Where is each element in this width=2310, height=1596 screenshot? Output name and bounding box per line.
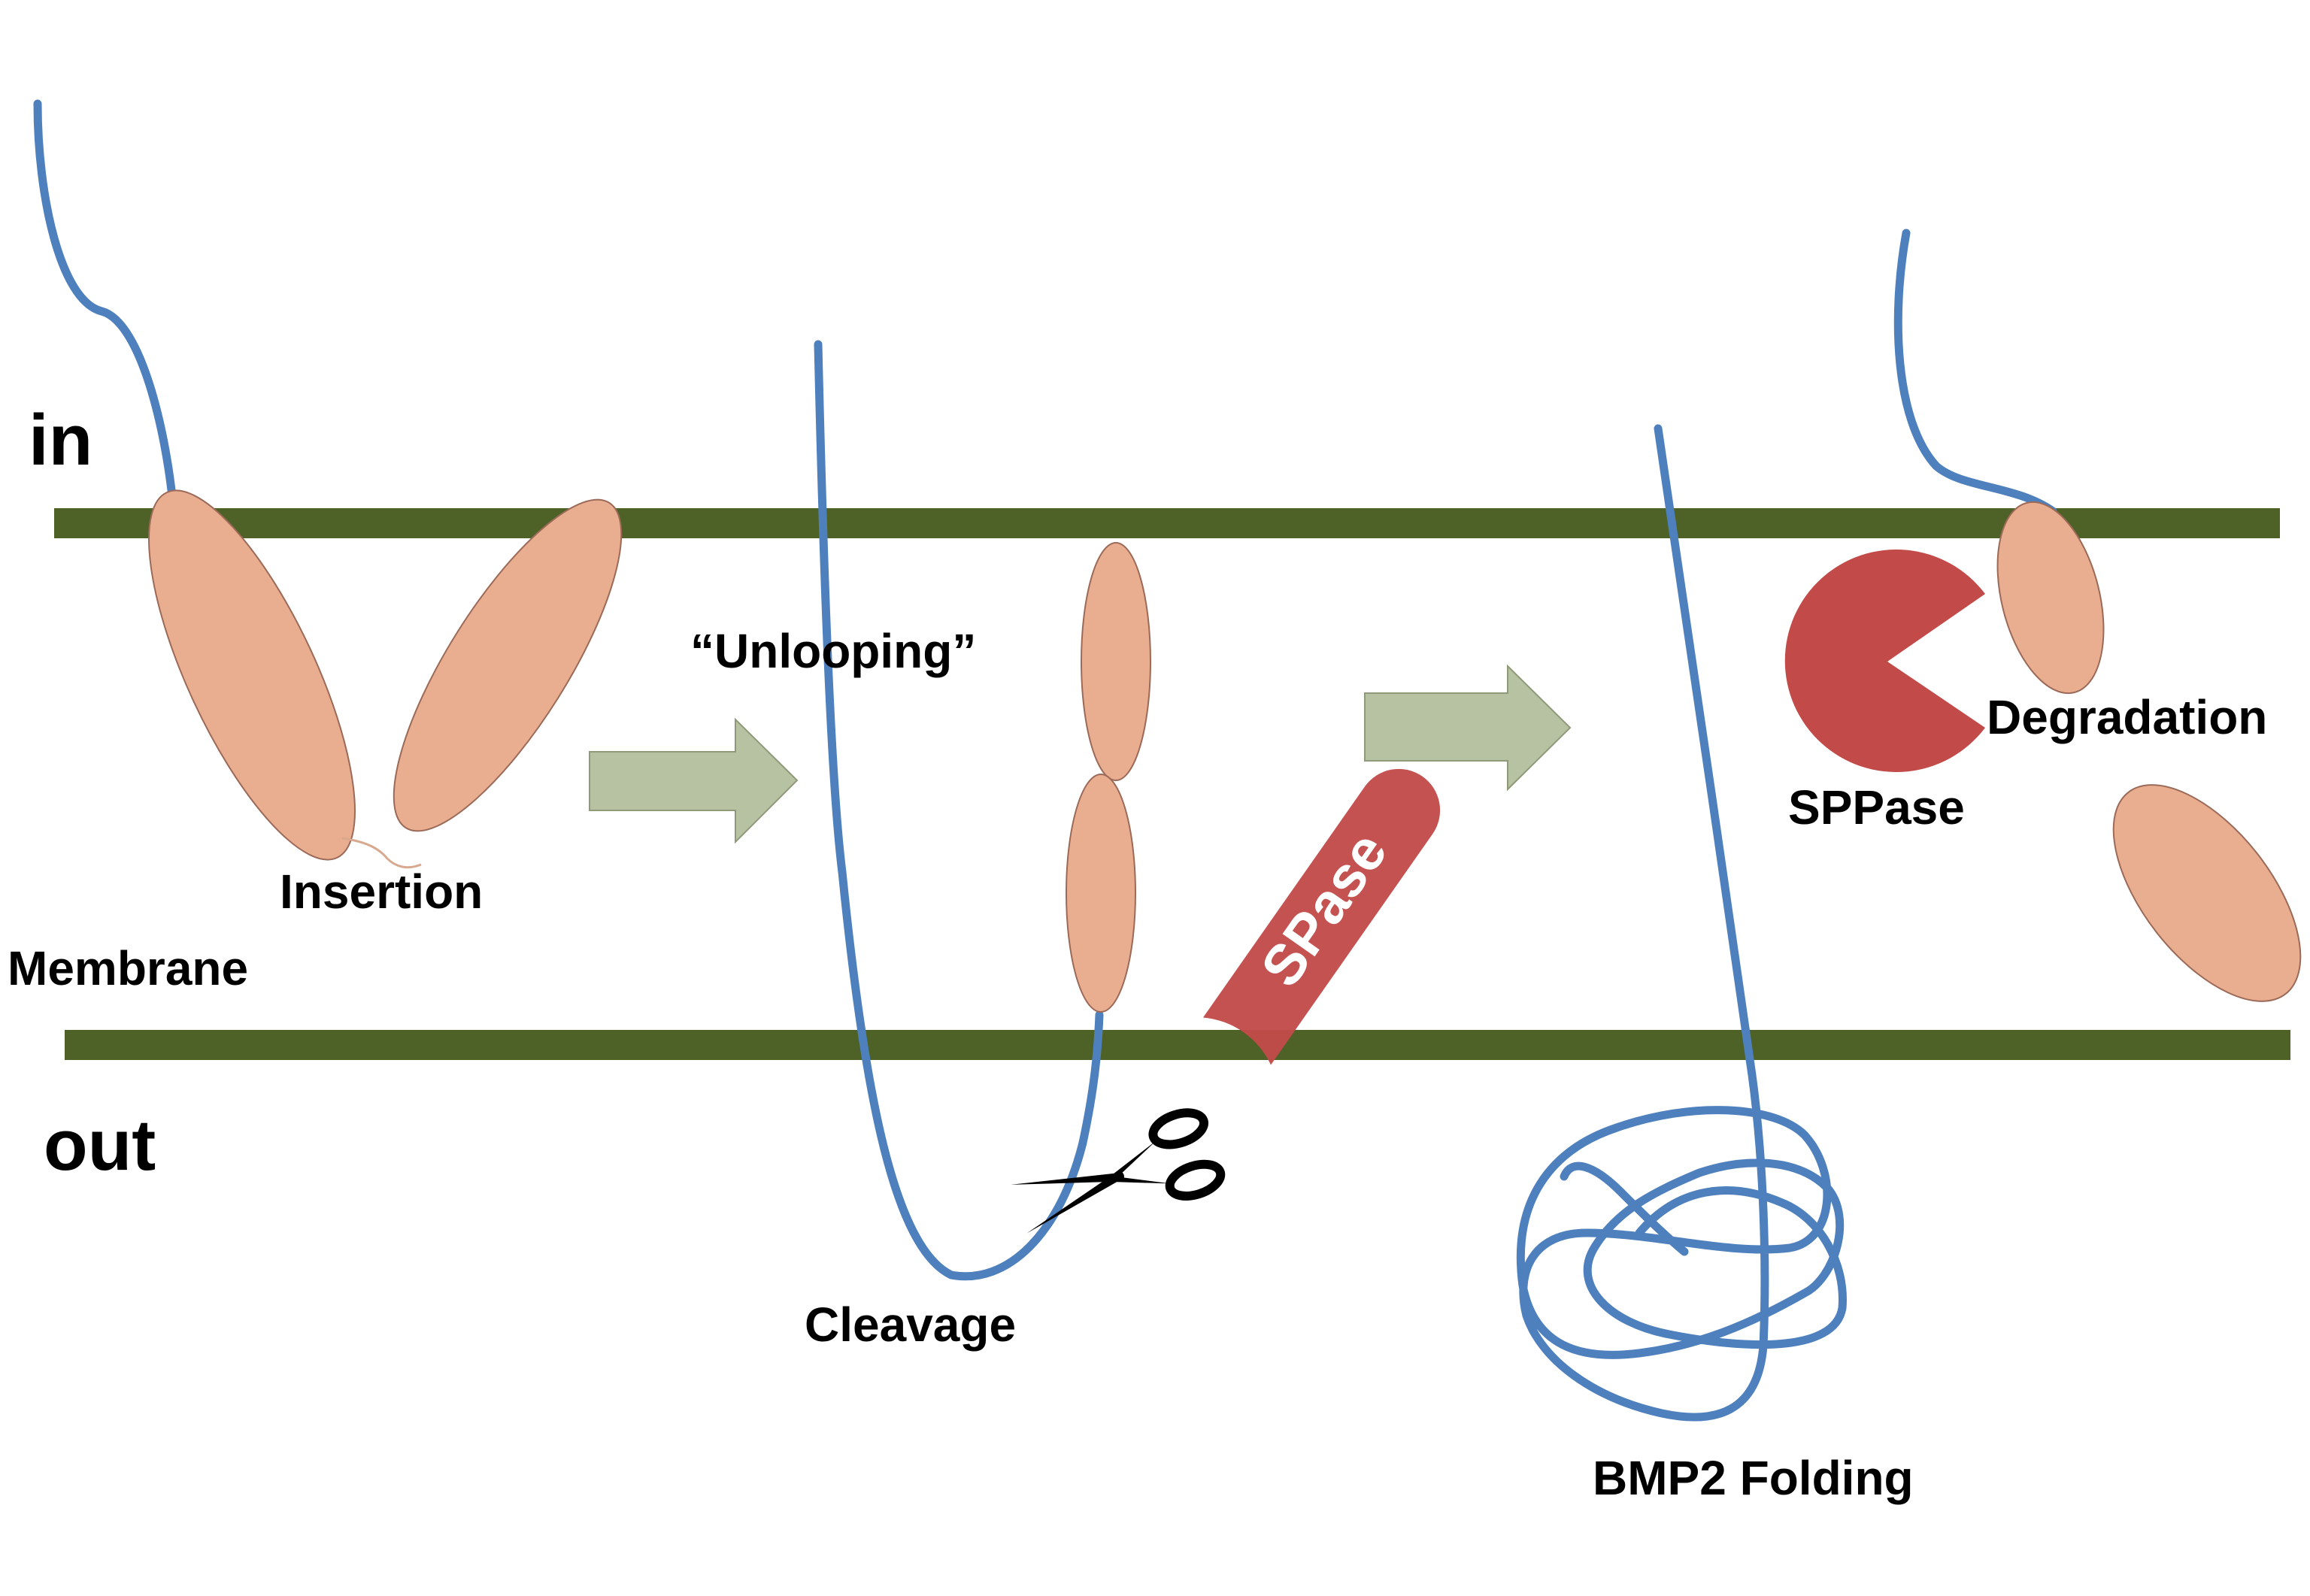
label-membrane: Membrane	[8, 941, 248, 995]
membrane	[54, 508, 2290, 1060]
label-cleavage: Cleavage	[805, 1298, 1016, 1352]
cleavage-helix-upper	[1081, 542, 1151, 781]
spase-enzyme: SPase	[1202, 768, 1441, 1065]
membrane-bottom-boundary	[65, 1030, 2290, 1060]
insertion-helix-right	[393, 498, 623, 832]
stage-folding	[1516, 424, 1847, 1422]
spase-body	[1202, 768, 1441, 1065]
label-degradation: Degradation	[1987, 690, 2267, 744]
degradation-helix-upper	[1996, 501, 2105, 695]
degradation-helix-lower	[2112, 784, 2302, 1002]
folding-protein-chain	[1516, 424, 1847, 1422]
stage-arrow-1	[589, 717, 799, 844]
stage-insertion	[33, 99, 623, 869]
label-bmp2-folding: BMP2 Folding	[1593, 1451, 1914, 1505]
label-unlooping: “Unlooping”	[690, 624, 976, 678]
insertion-loop-linker	[341, 837, 422, 869]
label-out: out	[44, 1105, 156, 1186]
cleavage-helix-lower	[1066, 774, 1136, 1013]
label-sppase: SPPase	[1788, 780, 1965, 834]
stage-degradation	[1784, 229, 2302, 1002]
membrane-top-boundary	[54, 508, 2280, 538]
cleavage-protein-chain	[814, 340, 1104, 1281]
insertion-protein-chain	[33, 99, 179, 526]
scissors-icon	[1011, 1108, 1226, 1234]
degradation-protein-chain	[1893, 229, 2057, 516]
stage-cleavage: SPase	[814, 340, 1441, 1281]
insertion-helix-left	[148, 489, 356, 861]
label-insertion: Insertion	[280, 865, 483, 919]
sppase-enzyme	[1784, 550, 1985, 772]
label-in: in	[29, 400, 92, 480]
stage-arrow-2	[1364, 664, 1572, 792]
folding-chain-loop	[1560, 1161, 1689, 1256]
